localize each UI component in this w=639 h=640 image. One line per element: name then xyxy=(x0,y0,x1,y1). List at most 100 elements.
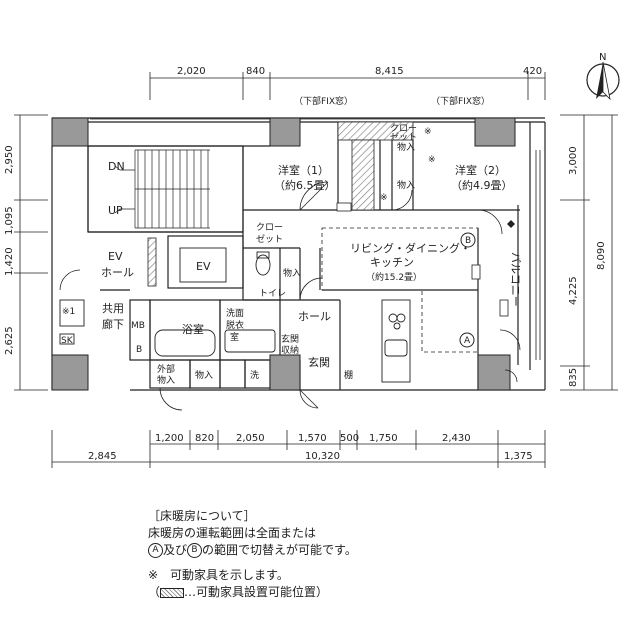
floor-heating-zones xyxy=(321,227,479,353)
room-label-yoshitsu1: 洋室（1） xyxy=(278,163,329,177)
dim-right-4: 835 xyxy=(568,368,579,387)
notes-line1: 床暖房の運転範囲は全面または xyxy=(148,526,317,540)
room-label-closet-top-1: クロー xyxy=(390,123,417,134)
staircase xyxy=(114,149,210,229)
room-label-kyoyo-1: 共用 xyxy=(102,302,124,315)
room-label-senmen-2: 脱衣 xyxy=(226,319,244,331)
dim-right-3: 8,090 xyxy=(596,241,607,270)
dim-right-1: 3,000 xyxy=(568,146,579,175)
room-label-closet-mid-2: ゼット xyxy=(256,233,283,245)
ac-markers xyxy=(336,202,509,317)
dim-top-3: 8,415 xyxy=(375,66,404,77)
room-label-balcony: バルコニー xyxy=(509,252,522,307)
dim-top-4: 420 xyxy=(523,66,542,77)
room-label-mb: MB xyxy=(131,321,145,331)
zone-b-circle: B xyxy=(187,543,203,558)
room-label-gaibu-1: 外部 xyxy=(157,363,175,375)
zone-a-circle: A xyxy=(148,543,163,558)
room-label-b: B xyxy=(136,345,142,355)
dimension-lines-top xyxy=(149,72,546,100)
room-label-ldk-1: リビング・ダイニング・ xyxy=(350,241,471,255)
room-label-genkan: 玄関 xyxy=(308,355,330,369)
dim-bottom-9: 10,320 xyxy=(305,451,340,462)
dim-top-1: 2,020 xyxy=(177,66,206,77)
notes-line4: （ …可動家具設置可能位置） xyxy=(148,584,357,601)
zone-b-icon: B xyxy=(460,232,476,248)
dim-left-1: 2,950 xyxy=(4,145,15,174)
fixtures xyxy=(59,247,276,357)
svg-text:B: B xyxy=(465,236,471,246)
windows xyxy=(90,118,541,360)
room-label-genkan-shuno-1: 玄関 xyxy=(281,333,299,345)
dim-bottom-10: 1,375 xyxy=(504,451,533,462)
label-up: UP xyxy=(108,204,123,217)
window-label-1: （下部FIX窓） xyxy=(294,95,353,107)
label-dn: DN xyxy=(108,160,125,173)
window-label-2: （下部FIX窓） xyxy=(431,95,490,107)
star-mark-3: ※ xyxy=(380,193,388,203)
room-label-closet-top-2: ゼット xyxy=(390,131,417,143)
room-label-monoire-3: 物入 xyxy=(283,267,301,279)
room-label-yoshitsu2: 洋室（2） xyxy=(455,163,506,177)
room-label-tana: 棚 xyxy=(344,369,353,381)
doors xyxy=(59,181,521,411)
dim-bottom-7: 2,430 xyxy=(442,433,471,444)
compass-label: N xyxy=(599,52,606,63)
notes-line3: ※ 可動家具を示します。 xyxy=(148,568,289,582)
walls xyxy=(51,117,546,391)
room-label-hall: ホール xyxy=(298,310,331,323)
dim-right-2: 4,225 xyxy=(568,276,579,305)
dimension-lines-right xyxy=(560,114,618,391)
label-sk: SK xyxy=(61,336,74,346)
star-mark-1: ※ xyxy=(424,127,432,137)
room-label-yoshitsu2-size: （約4.9畳） xyxy=(451,178,513,192)
room-label-senmen-1: 洗面 xyxy=(226,307,244,319)
dim-bottom-2: 820 xyxy=(195,433,214,444)
label-note-mark: ※1 xyxy=(62,307,75,317)
dim-bottom-5: 500 xyxy=(340,433,359,444)
diamond-marker-icon xyxy=(507,220,515,228)
room-label-ldk-2: キッチン xyxy=(370,256,414,269)
dim-left-3: 1,420 xyxy=(4,247,15,276)
dim-bottom-1: 1,200 xyxy=(155,433,184,444)
svg-text:A: A xyxy=(464,336,471,346)
dim-bottom-8: 2,845 xyxy=(88,451,117,462)
compass-icon xyxy=(586,61,620,101)
star-mark-2: ※ xyxy=(428,155,436,165)
room-label-bath: 浴室 xyxy=(182,322,204,336)
room-label-sen: 洗 xyxy=(250,369,259,381)
ev-stair-bars xyxy=(147,237,157,287)
room-label-senmen-3: 室 xyxy=(230,331,239,343)
room-label-monoire-1: 物入 xyxy=(397,141,415,153)
columns xyxy=(51,117,516,391)
notes-heading: ［床暖房について］ xyxy=(148,509,256,523)
dim-bottom-3: 2,050 xyxy=(236,433,265,444)
hatch-legend-icon xyxy=(160,587,185,598)
hatch-area-top xyxy=(337,121,414,141)
notes-line4-pre: （ xyxy=(148,585,161,599)
dim-top-2: 840 xyxy=(246,66,265,77)
kitchen-counter xyxy=(381,299,411,383)
dimension-lines-left xyxy=(14,114,48,391)
dim-left-4: 2,625 xyxy=(4,326,15,355)
zone-a-icon: A xyxy=(459,332,475,348)
room-label-ldk-size: （約15.2畳） xyxy=(366,271,422,283)
hatch-area-left xyxy=(351,139,375,211)
room-label-ev: EV xyxy=(196,260,211,273)
dim-bottom-6: 1,750 xyxy=(369,433,398,444)
room-label-kyoyo-2: 廊下 xyxy=(102,317,124,331)
floor-plan: 2,020 840 8,415 420 2,950 1,095 1,420 2,… xyxy=(4,52,620,468)
dimension-lines-bottom xyxy=(51,430,546,468)
room-label-monoire-4: 物入 xyxy=(195,369,213,381)
dim-bottom-4: 1,570 xyxy=(298,433,327,444)
room-label-yoshitsu1-size: （約6.5畳） xyxy=(274,178,336,192)
room-label-genkan-shuno-2: 収納 xyxy=(281,344,299,356)
room-label-monoire-2: 物入 xyxy=(397,179,415,191)
notes-line2-mid: 及び xyxy=(163,543,188,557)
room-label-ev-hall-1: EV xyxy=(108,250,123,263)
notes-line2-end: の範囲で切替えが可能です。 xyxy=(202,543,357,557)
room-label-gaibu-2: 物入 xyxy=(157,374,175,386)
notes-line4-post: …可動家具設置可能位置） xyxy=(184,585,329,599)
